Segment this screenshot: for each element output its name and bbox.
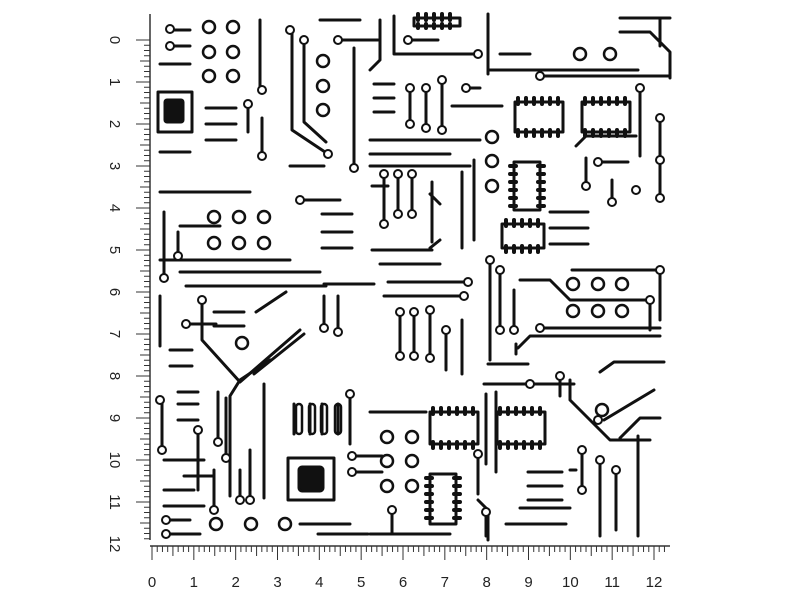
resistor-pads [294,402,343,436]
pad-grid [201,19,630,532]
left-ruler-label: 10 [106,452,123,469]
square-chip-bottom [286,456,336,502]
vias [155,24,665,539]
bottom-ruler-label: 10 [562,574,579,591]
traces [158,12,672,542]
bottom-ruler-label: 2 [231,574,239,591]
left-ruler-label: 1 [106,78,123,86]
left-ruler-label: 5 [106,246,123,254]
ic-chip-4 [500,218,546,254]
bottom-ruler-label: 1 [190,574,198,591]
left-ruler-label: 11 [106,494,123,510]
left-ruler-label: 8 [106,372,123,380]
bottom-ruler-label: 4 [315,574,323,591]
left-ruler-label: 0 [106,36,123,44]
bottom-ruler-label: 7 [441,574,449,591]
ic-chip-7 [424,472,462,526]
bottom-ruler-label: 6 [399,574,407,591]
ic-chip-6 [495,406,547,450]
left-ruler-label: 2 [106,120,123,128]
bottom-ruler-label: 3 [273,574,281,591]
bottom-ruler-label: 0 [148,574,156,591]
ic-chip-1 [513,96,565,138]
ic-chip-top-partial [412,12,462,30]
ic-chip-2 [580,96,632,138]
left-ruler-label: 9 [106,414,123,422]
left-ruler-label: 6 [106,288,123,296]
bottom-ruler-label: 11 [604,574,620,591]
left-ruler-label: 7 [106,330,123,338]
left-ruler-label: 4 [106,204,123,212]
bottom-ruler-label: 9 [524,574,532,591]
left-ruler-label: 12 [106,536,123,553]
left-ruler-label: 3 [106,162,123,170]
bottom-ruler-label: 8 [482,574,490,591]
ic-chip-3 [508,160,546,212]
bottom-ruler-label: 12 [646,574,663,591]
square-chip-top-left [156,90,194,134]
circuit-pattern [155,12,672,542]
bottom-ruler-label: 5 [357,574,365,591]
ic-chip-5 [428,406,480,450]
